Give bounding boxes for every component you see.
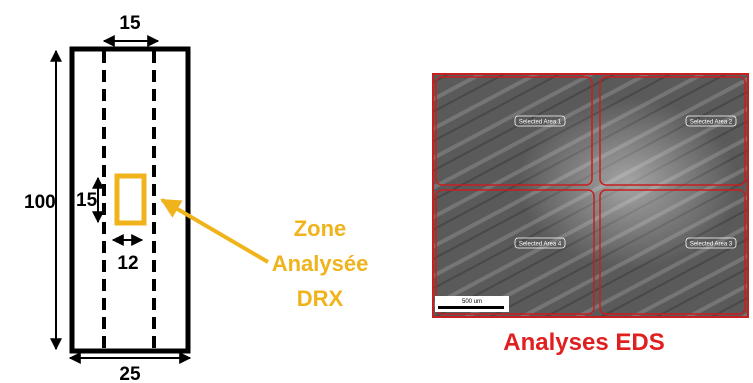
- selected-area-region-4: [435, 189, 595, 315]
- zone-height-label: 15: [76, 190, 98, 211]
- selected-area-region-1: [435, 76, 593, 186]
- scale-bar-label: 500 um: [462, 299, 482, 305]
- selected-area-label-1: Selected Area 1: [519, 120, 562, 126]
- dimension-label-left: 100: [24, 192, 56, 213]
- sem-micrograph: Selected Area 1 Selected Area 2 Selected…: [432, 73, 749, 318]
- selected-area-region-3: [599, 189, 746, 315]
- selected-area-label-4: Selected Area 4: [519, 242, 562, 248]
- scale-bar-line: [438, 306, 504, 309]
- zone-label-line1: Zone: [294, 216, 347, 241]
- specimen-outline: [69, 46, 191, 354]
- zone-label-line2: Analysée: [272, 251, 369, 276]
- eds-caption: Analyses EDS: [503, 329, 664, 356]
- dimension-label-bottom: 25: [119, 364, 141, 383]
- selected-area-label-2: Selected Area 2: [690, 120, 733, 126]
- selected-area-label-3: Selected Area 3: [690, 242, 733, 248]
- analysed-zone-rect: [114, 173, 147, 226]
- specimen-diagram: 15 100 25 15 12: [24, 13, 192, 383]
- zone-label-line3: DRX: [297, 286, 344, 311]
- zone-pointer-arrow: [160, 198, 270, 264]
- zone-width-label: 12: [117, 253, 138, 274]
- selected-area-region-2: [599, 76, 746, 186]
- dimension-label-top: 15: [119, 13, 141, 34]
- zone-label: Zone Analysée DRX: [272, 216, 369, 311]
- micrograph-glow: [433, 74, 748, 317]
- micrograph-frame: [432, 73, 749, 318]
